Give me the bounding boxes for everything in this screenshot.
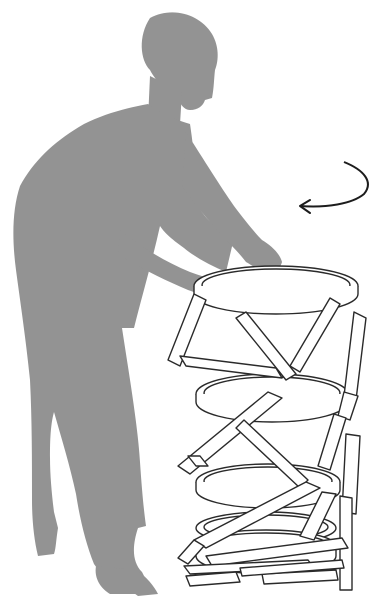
strut — [168, 294, 206, 366]
strut — [180, 356, 282, 378]
strut — [344, 312, 366, 400]
collapsible-tower-icon — [168, 266, 366, 590]
person-foot — [96, 566, 158, 594]
strut — [318, 414, 346, 470]
rotation-arrow-icon — [300, 162, 368, 213]
